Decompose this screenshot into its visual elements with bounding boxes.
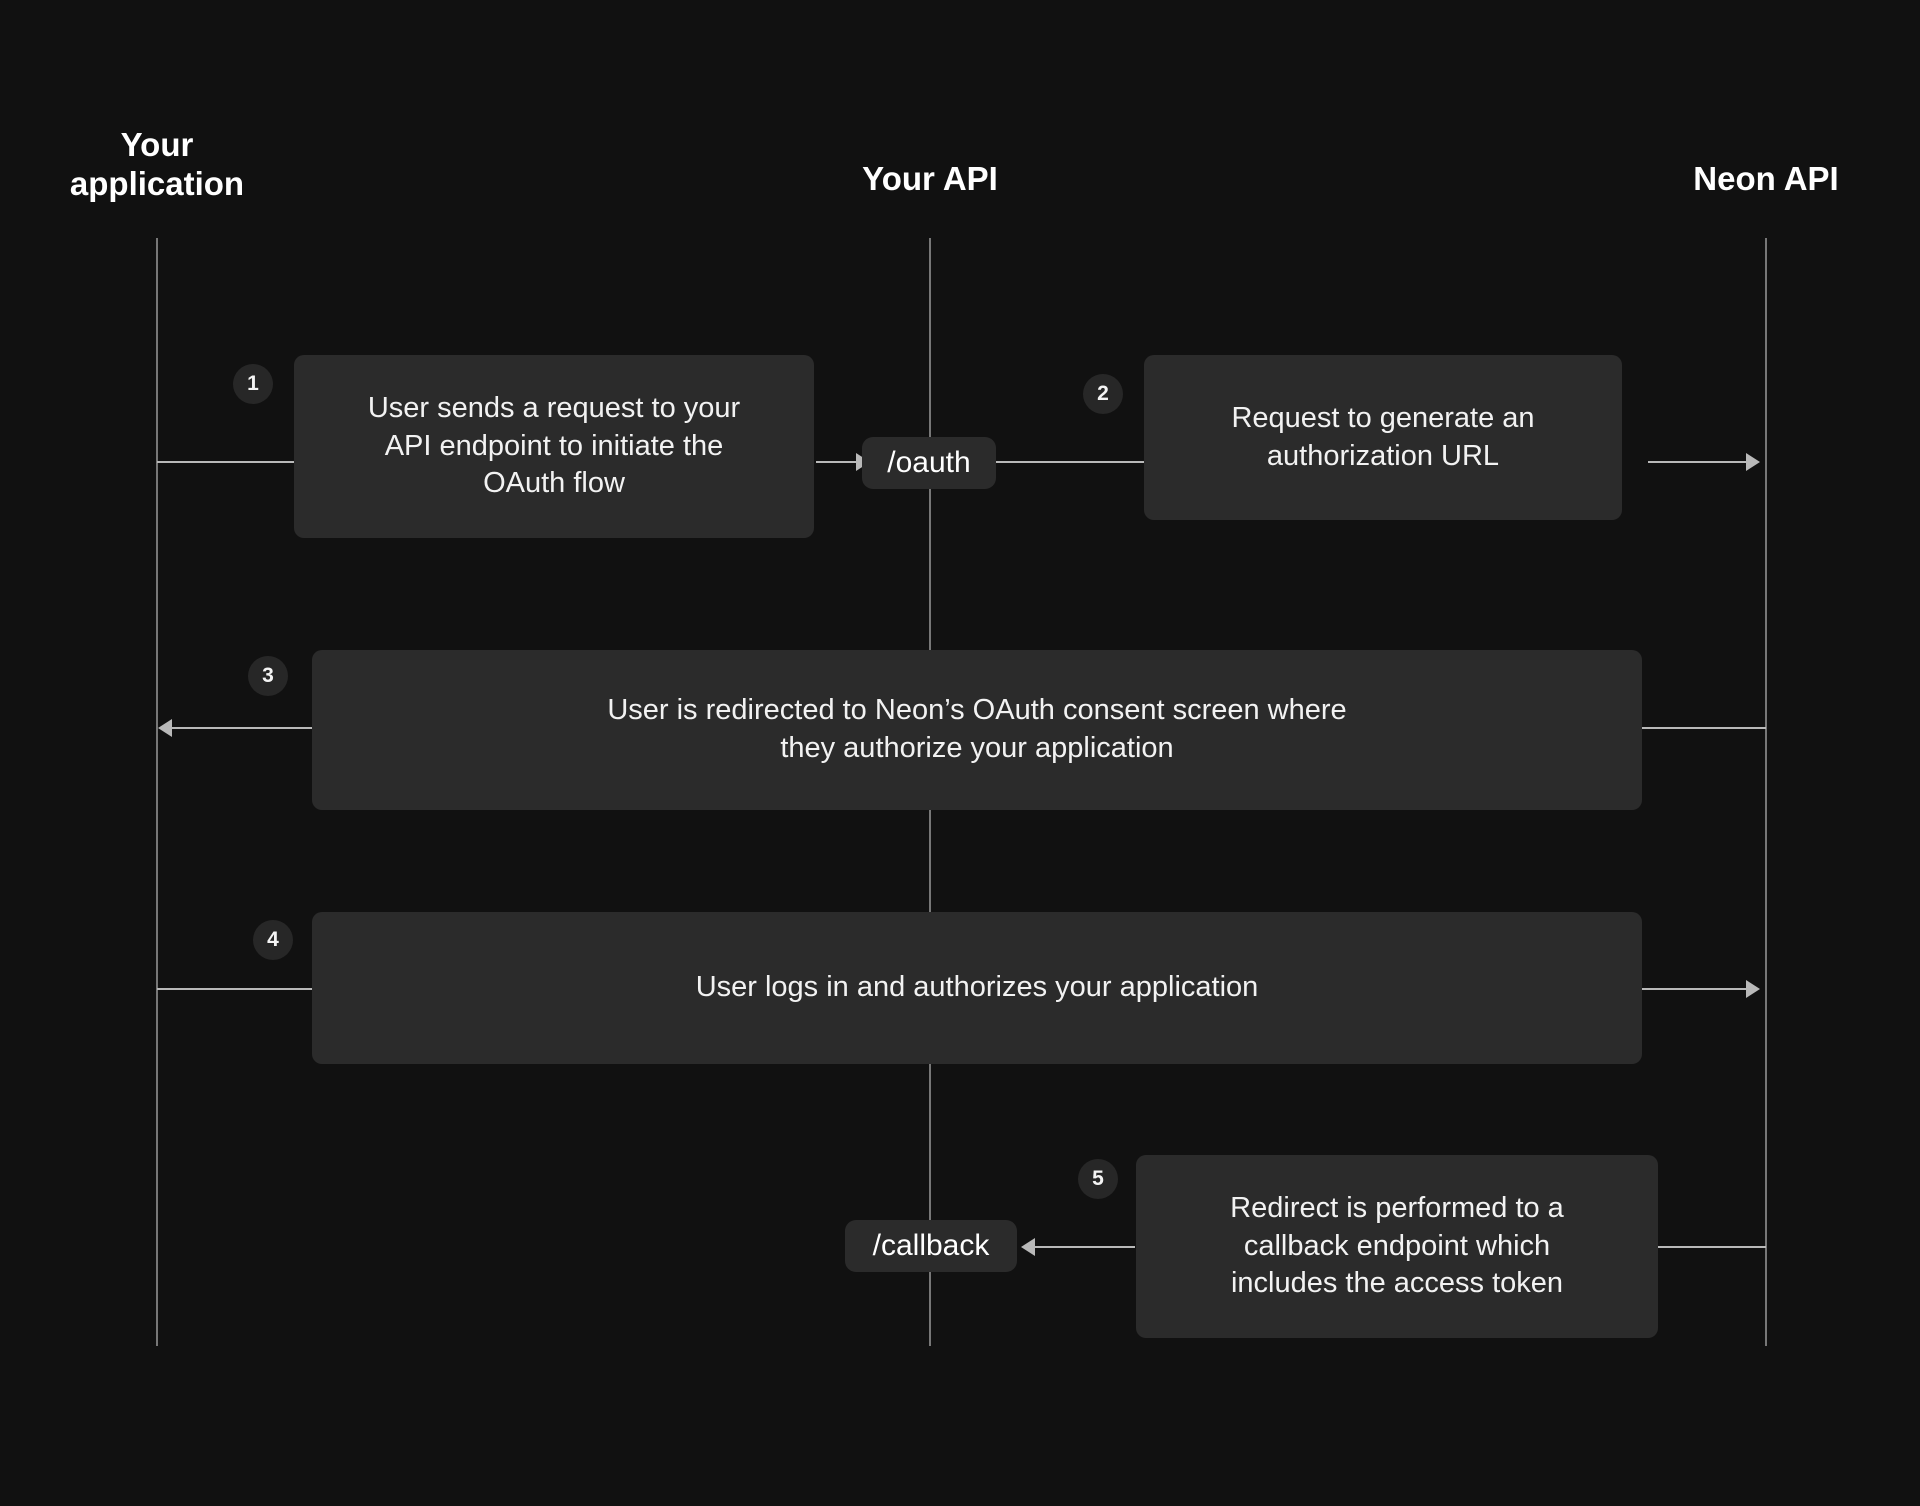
step-badge-1: 1 [233, 364, 273, 404]
step-text-2: Request to generate an authorization URL [1231, 401, 1535, 472]
arrow-head-step-2 [1746, 453, 1760, 471]
step-badge-2: 2 [1083, 374, 1123, 414]
connector-step-2-left [996, 461, 1144, 463]
connector-step-1-to-oauth [816, 461, 858, 463]
step-text-3: User is redirected to Neon’s OAuth conse… [607, 694, 1347, 764]
lifeline-your-application [156, 238, 158, 1346]
connector-step-5-left [1035, 1246, 1135, 1248]
arrow-head-step-5 [1021, 1238, 1035, 1256]
step-box-4: User logs in and authorizes your applica… [312, 912, 1642, 1064]
lane-title-your-api: Your API [862, 160, 998, 197]
step-text-1: User sends a request to your API endpoin… [367, 391, 741, 500]
connector-step-1-left [157, 461, 297, 463]
step-box-3: User is redirected to Neon’s OAuth conse… [312, 650, 1642, 810]
step-text-4: User logs in and authorizes your applica… [695, 971, 1259, 1004]
connector-step-4-right [1642, 988, 1748, 990]
endpoint-pill-oauth[interactable]: /oauth [862, 437, 996, 489]
step-badge-4: 4 [253, 920, 293, 960]
arrow-head-step-4 [1746, 980, 1760, 998]
connector-step-3-left [172, 727, 312, 729]
step-badge-3: 3 [248, 656, 288, 696]
connector-step-2-right [1648, 461, 1748, 463]
step-box-5: Redirect is performed to a callback endp… [1136, 1155, 1658, 1338]
step-text-5: Redirect is performed to a callback endp… [1230, 1191, 1564, 1300]
lane-title-your-application: Your application [69, 126, 245, 202]
lifeline-neon-api [1765, 238, 1767, 1346]
arrow-head-step-3 [158, 719, 172, 737]
connector-step-3-right [1642, 727, 1766, 729]
lane-title-neon-api: Neon API [1693, 160, 1839, 197]
connector-step-4-left [157, 988, 312, 990]
connector-step-5-right [1658, 1246, 1766, 1248]
step-badge-5: 5 [1078, 1159, 1118, 1199]
step-box-2: Request to generate an authorization URL [1144, 355, 1622, 520]
step-box-1: User sends a request to your API endpoin… [294, 355, 814, 538]
endpoint-pill-callback[interactable]: /callback [845, 1220, 1017, 1272]
